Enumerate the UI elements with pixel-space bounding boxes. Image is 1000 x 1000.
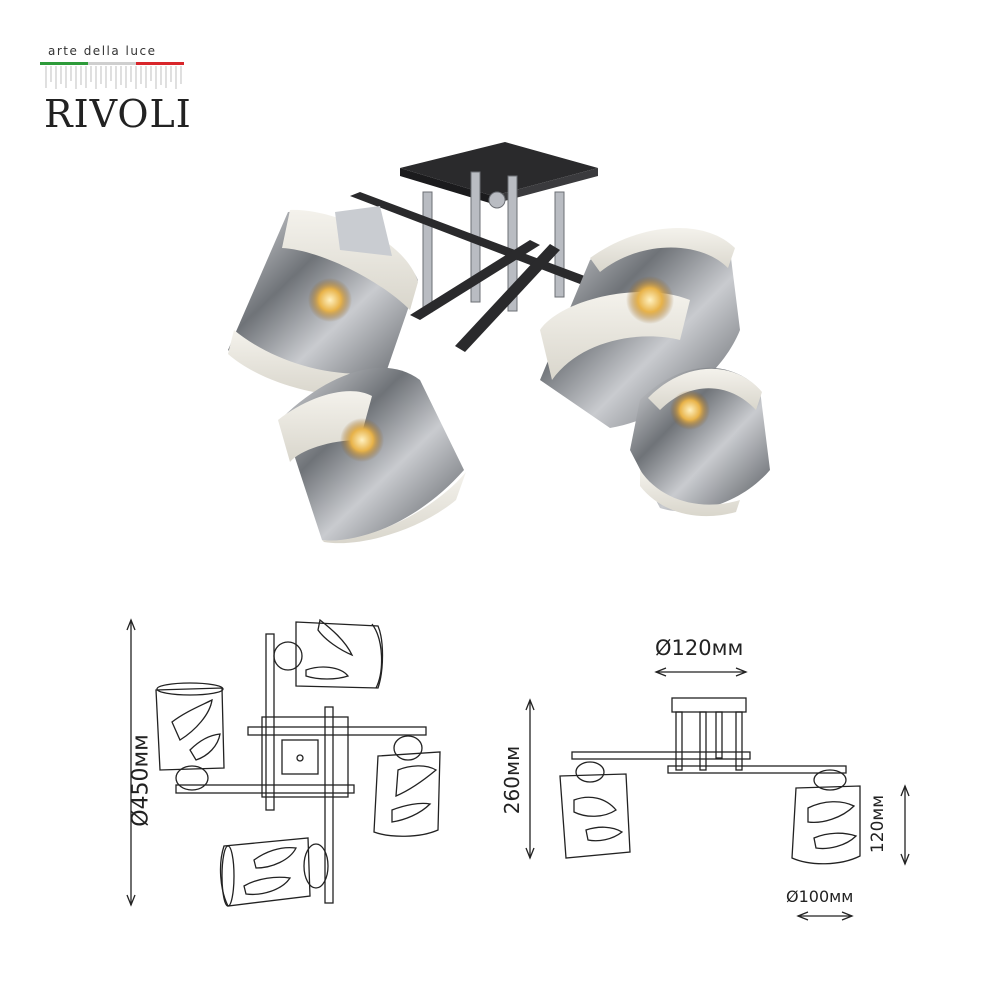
- shade-top-left: [228, 206, 418, 396]
- top-view-drawing: [126, 618, 441, 907]
- dimension-total-height: 260мм: [500, 745, 524, 815]
- brand-name: RIVOLI: [44, 92, 192, 136]
- shade-bottom-left: [278, 367, 466, 544]
- product-photo: [228, 142, 770, 544]
- frame-bars: [350, 192, 590, 352]
- technical-drawings: [126, 618, 910, 921]
- side-view-shade-left: [559, 761, 631, 859]
- top-view-shade-top: [273, 618, 384, 689]
- top-view-shade-bottom: [219, 837, 329, 907]
- shade-bottom-right: [630, 367, 770, 517]
- side-view-drawing: [525, 667, 910, 921]
- brand-tagline: arte della luce: [48, 44, 157, 58]
- dimension-total-diameter: Ø450мм: [128, 734, 154, 827]
- dimension-shade-diameter: Ø100мм: [786, 887, 854, 906]
- top-view-shade-left: [155, 682, 225, 791]
- dimension-base-diameter: Ø120мм: [655, 636, 744, 660]
- dimension-shade-height: 120мм: [868, 794, 888, 854]
- logo-stripes-graphic: [40, 62, 184, 89]
- brand-logo: arte della luce RIVOLI: [40, 44, 192, 139]
- ceiling-plate: [400, 142, 598, 204]
- side-view-shade-right: [791, 769, 861, 865]
- top-view-shade-right: [373, 735, 441, 837]
